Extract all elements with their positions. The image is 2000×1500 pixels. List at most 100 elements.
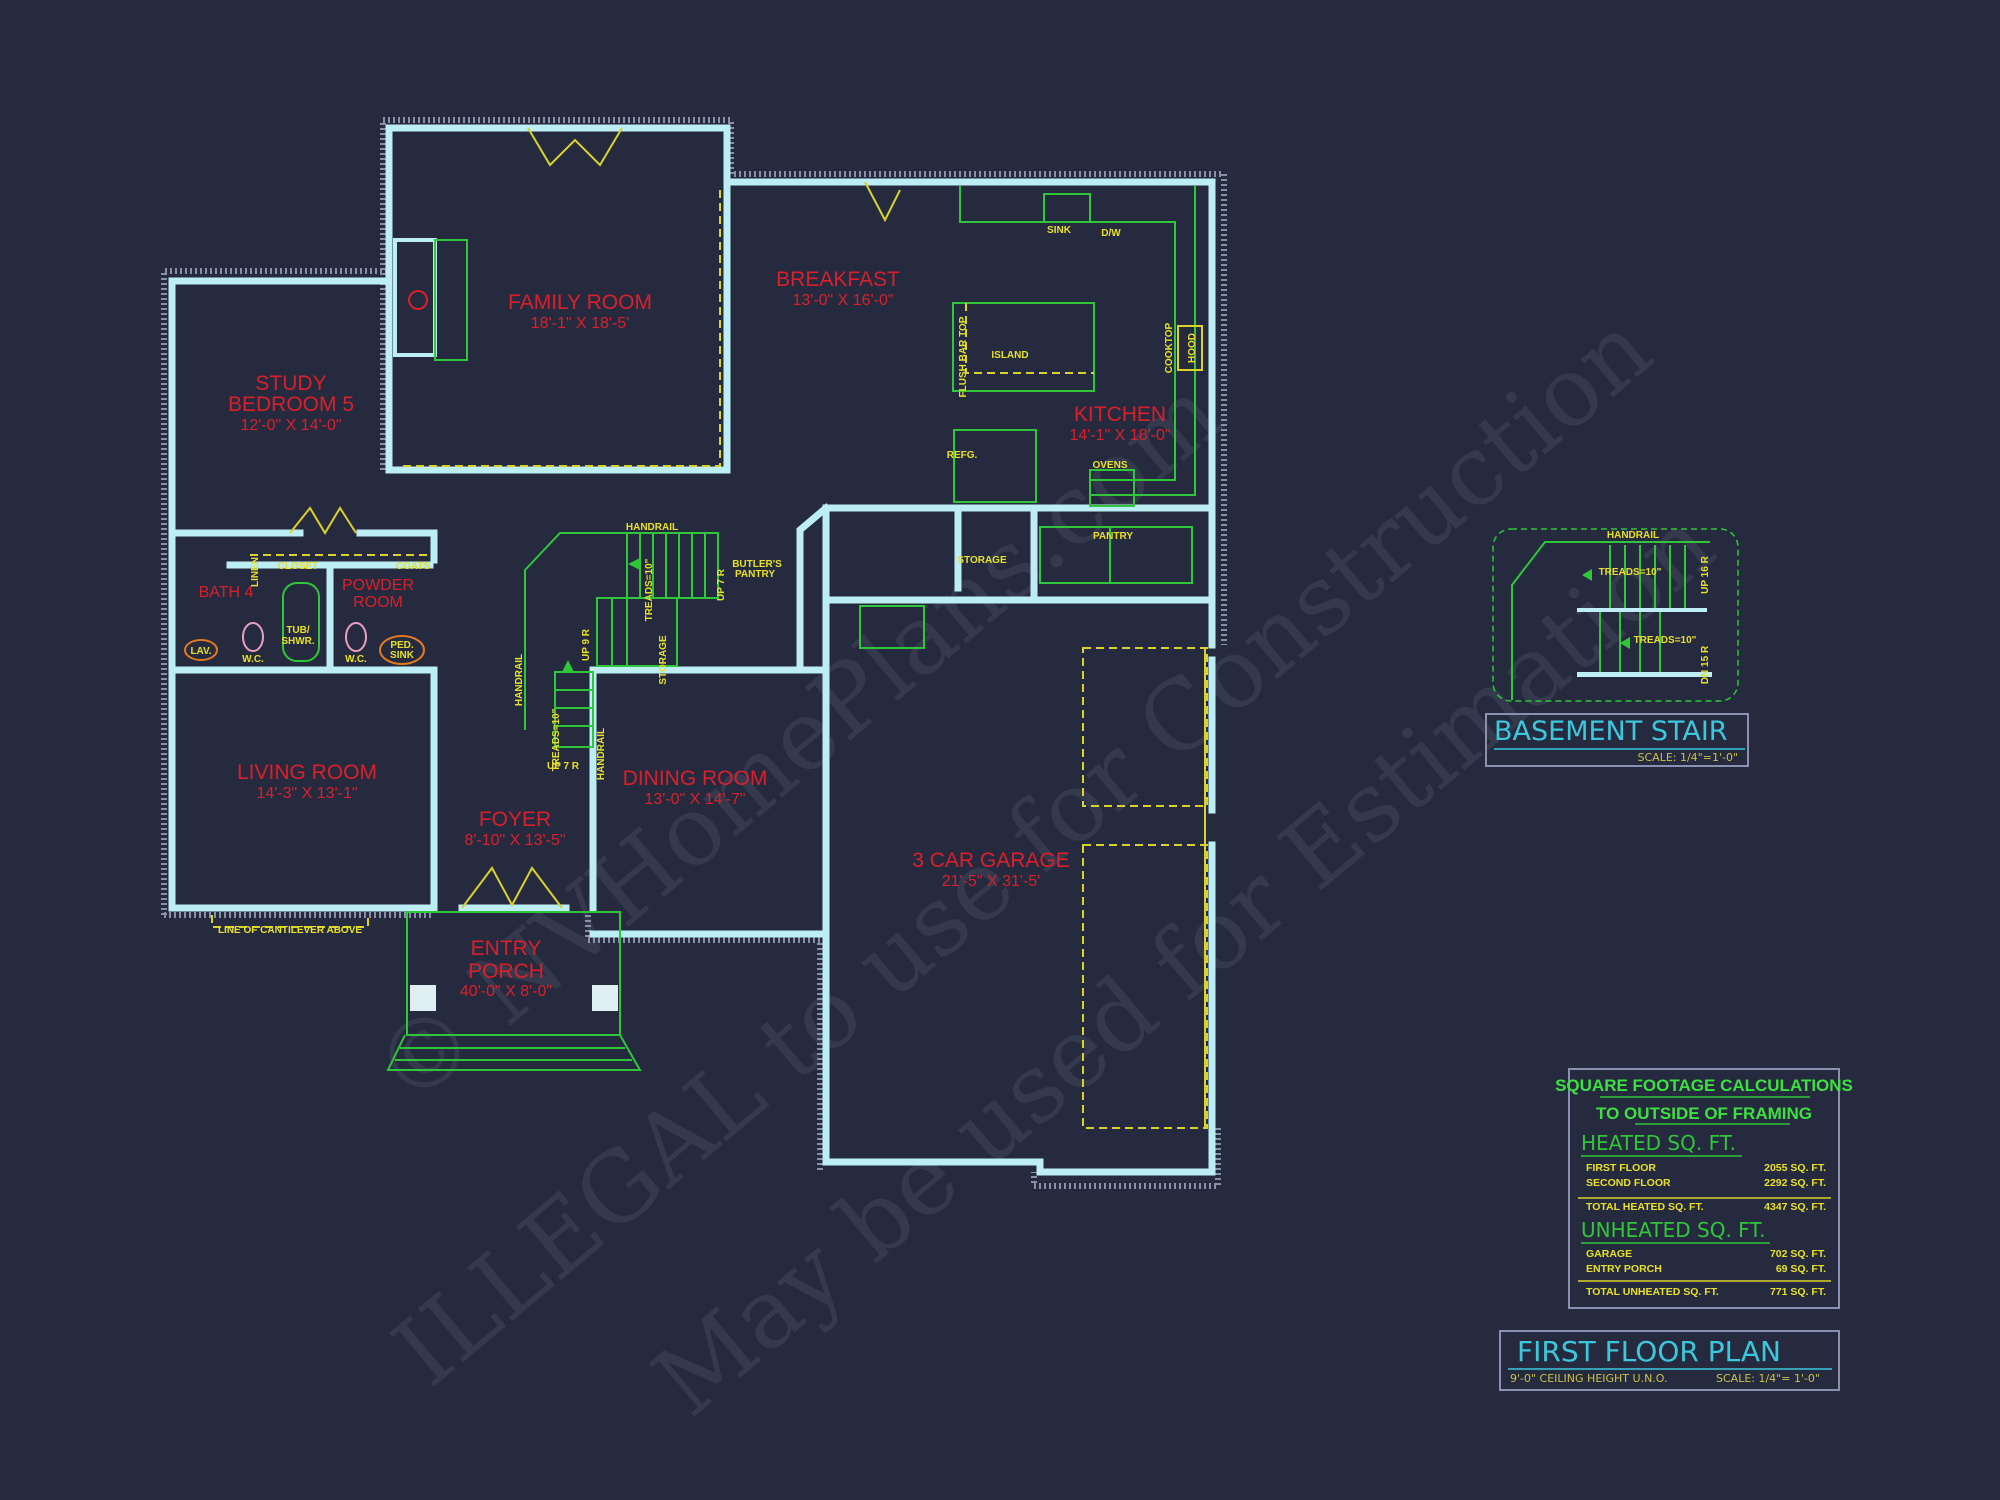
storage-stair-label: STORAGE — [658, 635, 669, 685]
wc-label: W.C. — [242, 654, 264, 665]
main-stair — [524, 532, 719, 748]
breakfast-label: BREAKFAST — [776, 268, 900, 291]
sqft-title-1: SQUARE FOOTAGE CALCULATIONS — [1555, 1076, 1853, 1095]
ped-sink-label: SINK — [390, 650, 415, 661]
unheated-row-label: GARAGE — [1586, 1248, 1632, 1260]
living-room-dims: 14'-3" X 13'-1" — [256, 785, 357, 802]
handrail-left-label: HANDRAIL — [514, 654, 525, 706]
garage-doors — [859, 605, 1208, 1129]
family-room-french-doors — [527, 127, 623, 167]
coats-label: COATS — [396, 561, 431, 572]
fireplace — [393, 238, 468, 361]
plan-title: FIRST FLOOR PLAN — [1517, 1335, 1781, 1368]
garage-label: 3 CAR GARAGE — [912, 849, 1070, 872]
bedroom5-label: BEDROOM 5 — [228, 393, 354, 416]
storage-label: STORAGE — [957, 555, 1007, 566]
closet-label: CLOSET — [278, 561, 319, 572]
family-room-dims: 18'-1" X 18'-5' — [531, 315, 629, 332]
basement-treads-lower: TREADS=10" — [1634, 635, 1697, 646]
treads-lower-label: TREADS=10" — [551, 708, 562, 771]
cooktop-icon — [1177, 325, 1203, 371]
toilet-icon — [242, 622, 264, 652]
basement-handrail-label: HANDRAIL — [1607, 530, 1659, 541]
sink-label: SINK — [1047, 225, 1072, 236]
entry-label: ENTRY — [471, 937, 542, 960]
heated-total-label: TOTAL HEATED SQ. FT. — [1586, 1201, 1704, 1213]
up7r-lower-label: UP 7 R — [547, 761, 580, 772]
heated-row-value: 2292 SQ. FT. — [1764, 1177, 1826, 1189]
study-dims: 12'-0" X 14'-0" — [240, 417, 341, 434]
ceiling-height-note: 9'-0" CEILING HEIGHT U.N.O. — [1510, 1372, 1668, 1385]
garage-dims: 21'-5" X 31'-5' — [942, 873, 1040, 890]
foyer-dims: 8'-10" X 13'-5" — [464, 832, 565, 849]
handrail-right-label: HANDRAIL — [596, 728, 607, 780]
pedestal-sink-icon — [379, 635, 425, 665]
family-room-label: FAMILY ROOM — [508, 291, 652, 314]
dining-room-dims: 13'-0" X 14'-7" — [644, 791, 745, 808]
island-label: ISLAND — [991, 350, 1028, 361]
sink-icon — [1043, 193, 1091, 223]
breakfast-dims: 13'-0" X 16'-0" — [792, 292, 893, 309]
lav-label: LAV. — [190, 646, 211, 657]
heated-row-value: 2055 SQ. FT. — [1764, 1162, 1826, 1174]
cantilever-label: LINE OF CANTILEVER ABOVE — [218, 925, 362, 936]
heated-row-label: SECOND FLOOR — [1586, 1177, 1671, 1189]
ovens-icon — [1089, 469, 1135, 507]
up9r-label: UP 9 R — [581, 628, 592, 661]
butlers-label: BUTLER'S — [732, 559, 782, 570]
basement-up-label: UP 16 R — [1700, 555, 1711, 593]
handrail-label: HANDRAIL — [626, 522, 678, 533]
dining-room-label: DINING ROOM — [623, 767, 768, 790]
toilet-icon-2 — [345, 622, 367, 652]
powder-label: POWDER — [342, 577, 414, 594]
basement-stair-detail: HANDRAIL TREADS=10" TREADS=10" UP 16 R D… — [1485, 528, 1749, 767]
heated-row-label: FIRST FLOOR — [1586, 1162, 1656, 1174]
island — [952, 302, 1095, 392]
basement-treads-upper: TREADS=10" — [1599, 567, 1662, 578]
basement-stair-scale: SCALE: 1/4"=1'-0" — [1638, 751, 1739, 764]
ped-label: PED. — [390, 640, 414, 651]
heated-total-value: 4347 SQ. FT. — [1764, 1201, 1826, 1213]
basement-stair-title: BASEMENT STAIR — [1494, 716, 1728, 747]
walls — [168, 124, 1216, 1176]
pantry-label: PANTRY — [1093, 531, 1133, 542]
plan-title-block: FIRST FLOOR PLAN 9'-0" CEILING HEIGHT U.… — [1499, 1330, 1840, 1391]
unheated-title: UNHEATED SQ. FT. — [1581, 1218, 1766, 1242]
powder-room-label: ROOM — [353, 594, 403, 611]
unheated-row-value: 69 SQ. FT. — [1776, 1263, 1826, 1275]
cooktop-label: COOKTOP — [1164, 322, 1175, 373]
refg-label: REFG. — [947, 450, 978, 461]
dw-label: D/W — [1101, 228, 1121, 239]
shower-label: SHWR. — [281, 636, 315, 647]
foyer-label: FOYER — [479, 808, 551, 831]
entry-porch-dims: 40'-0" X 8'-0" — [460, 983, 552, 1000]
living-room-label: LIVING ROOM — [237, 761, 377, 784]
room-labels: FAMILY ROOM 18'-1" X 18'-5' BREAKFAST 13… — [199, 268, 1171, 1000]
unheated-total-label: TOTAL UNHEATED SQ. FT. — [1586, 1286, 1719, 1298]
beam-line — [400, 190, 721, 467]
ovens-label: OVENS — [1092, 460, 1127, 471]
treads-label: TREADS=10" — [644, 558, 655, 621]
exterior-wall-hatching — [161, 117, 1227, 1189]
butlers-pantry-label: PANTRY — [735, 569, 775, 580]
lav-icon — [184, 639, 218, 661]
kitchen-counters — [864, 181, 1203, 584]
porch-label: PORCH — [468, 960, 544, 983]
wc-label-2: W.C. — [345, 654, 367, 665]
unheated-total-value: 771 SQ. FT. — [1770, 1286, 1826, 1298]
bath-fixtures — [184, 506, 430, 665]
kitchen-label: KITCHEN — [1074, 403, 1166, 426]
basement-dn-label: DN 15 R — [1700, 645, 1711, 684]
bath4-label: BATH 4 — [199, 584, 254, 601]
unheated-row-label: ENTRY PORCH — [1586, 1263, 1662, 1275]
entry — [211, 866, 642, 1071]
tub-icon — [282, 582, 320, 662]
pantry-shelves — [1039, 526, 1193, 584]
square-footage-table: SQUARE FOOTAGE CALCULATIONS TO OUTSIDE O… — [1555, 1068, 1853, 1309]
tub-label: TUB/ — [286, 625, 310, 636]
flush-bar-top-label: FLUSH BAR TOP — [958, 316, 969, 397]
linen-label: LINEN — [250, 557, 261, 587]
plan-scale: SCALE: 1/4"= 1'-0" — [1716, 1372, 1820, 1385]
heated-title: HEATED SQ. FT. — [1581, 1131, 1736, 1155]
